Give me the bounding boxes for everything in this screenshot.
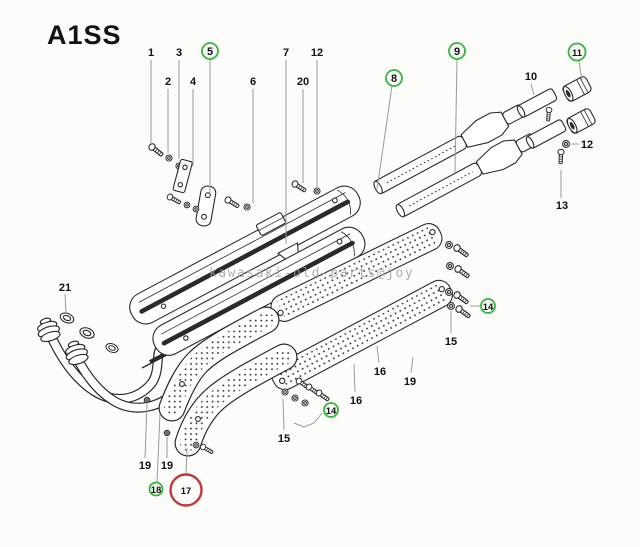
muffler-tail-lower: [174, 343, 298, 457]
callout-label: 10: [525, 71, 537, 83]
callout-label: 15: [445, 336, 457, 348]
callout-label[interactable]: 14: [326, 406, 337, 417]
callout-16: 16: [350, 363, 362, 407]
callout-label: 12: [581, 139, 593, 151]
callout-14: 14: [470, 298, 496, 314]
callout-15: 15: [445, 311, 457, 348]
callout-label: 19: [404, 376, 416, 388]
bracket-5: [195, 185, 217, 227]
callout-label: 16: [350, 395, 362, 407]
callout-14: 14: [293, 402, 339, 428]
callout-label: 16: [374, 366, 386, 378]
callout-label: 20: [297, 76, 309, 88]
callout-10: 10: [525, 71, 537, 96]
callout-4: 4: [190, 76, 197, 166]
callout-circle-green[interactable]: [148, 481, 164, 497]
callout-19: 19: [139, 403, 151, 472]
end-cap-11b: [566, 108, 596, 134]
end-cap-11a: [562, 76, 592, 102]
callout-leader-line: [185, 447, 188, 475]
callout-9: 9: [448, 42, 466, 174]
muffler-clamp: [255, 212, 287, 236]
callout-19: 19: [404, 356, 416, 388]
callout-leader-line: [376, 85, 393, 190]
callout-label[interactable]: 9: [454, 46, 460, 58]
callout-16: 16: [374, 345, 386, 378]
bracket-4: [172, 158, 193, 194]
callout-label[interactable]: 18: [151, 485, 162, 496]
callout-12: 12: [571, 139, 593, 151]
callout-17: 17: [169, 447, 203, 507]
callout-circle-green[interactable]: [385, 69, 403, 87]
callout-leader-line: [410, 356, 414, 374]
callout-leader-line: [530, 83, 535, 96]
callout-label: 3: [176, 47, 182, 59]
callout-label[interactable]: 11: [572, 48, 583, 59]
callout-2: 2: [165, 76, 171, 153]
callout-label: 19: [161, 460, 173, 472]
callout-circle-green[interactable]: [448, 42, 466, 60]
callout-label: 12: [311, 47, 323, 59]
callout-label: 7: [283, 47, 289, 59]
callout-15: 15: [278, 398, 290, 445]
callout-label[interactable]: 14: [483, 302, 494, 313]
muffler-body-upper: [129, 185, 361, 325]
callout-8: 8: [376, 69, 403, 190]
callout-label: 2: [165, 76, 171, 88]
callout-leader-line: [282, 398, 285, 431]
callout-leader-line: [454, 58, 458, 174]
callout-leader-line: [353, 363, 356, 393]
callout-label[interactable]: 17: [181, 486, 192, 497]
callout-label: 19: [139, 460, 151, 472]
callout-leader-line: [144, 403, 148, 459]
callout-12: 12: [311, 47, 323, 189]
muffler-tail-upper: [158, 306, 280, 422]
callout-circle-red[interactable]: [169, 473, 203, 507]
callout-label: 13: [556, 200, 568, 212]
mounting-hardware-top-left: [146, 141, 321, 227]
shield-screws-right: [445, 241, 473, 320]
callout-label: 4: [190, 76, 197, 88]
callout-7: 7: [283, 47, 289, 244]
page-title: A1SS: [47, 20, 122, 50]
callout-11: 11: [567, 42, 587, 81]
muffler-body-lower: [152, 226, 366, 356]
callout-circle-green[interactable]: [201, 42, 219, 60]
callout-label: 6: [250, 76, 256, 88]
watermark: kawasaki-old-parts@joy: [209, 266, 414, 281]
callout-label: 1: [148, 47, 154, 59]
callout-21: 21: [59, 282, 71, 314]
callout-label[interactable]: 8: [391, 73, 397, 85]
callout-1: 1: [148, 47, 154, 143]
callout-18: 18: [148, 413, 164, 497]
callout-circle-green[interactable]: [567, 42, 587, 62]
connector-pipe-10a: [516, 88, 558, 118]
heat-shield-lower: [271, 279, 453, 391]
callout-label[interactable]: 5: [207, 46, 213, 58]
callout-leader-line: [578, 60, 583, 81]
callout-label: 15: [278, 433, 290, 445]
callout-leader-line: [376, 345, 380, 364]
callout-6: 6: [250, 76, 256, 203]
callout-20: 20: [297, 76, 309, 183]
callout-5: 5: [201, 42, 219, 194]
callout-3: 3: [176, 47, 182, 159]
callout-circle-green[interactable]: [323, 402, 339, 418]
callout-13: 13: [556, 170, 568, 212]
callout-19: 19: [161, 437, 173, 472]
exhaust-gaskets: [58, 310, 120, 355]
callout-label: 21: [59, 282, 71, 294]
callout-circle-green[interactable]: [480, 298, 496, 314]
callout-leader-line: [156, 413, 161, 483]
callout-leader-line: [293, 412, 323, 428]
baffle-tube-8: [373, 104, 526, 195]
connector-pipe-10b: [525, 119, 567, 149]
callout-leader-line: [64, 293, 67, 314]
